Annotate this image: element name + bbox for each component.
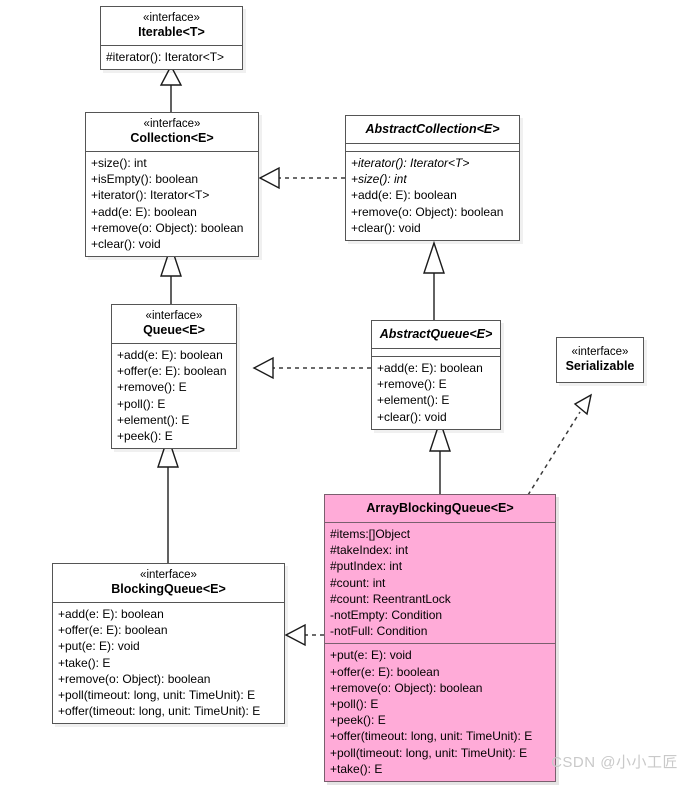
class-box-iterable[interactable]: «interface» Iterable<T> #iterator(): Ite… — [100, 6, 243, 71]
method-item: +iterator(): Iterator<T> — [91, 188, 210, 203]
class-box-collection[interactable]: «interface» Collection<E> +size(): int +… — [85, 112, 259, 258]
method-item: +poll(): E — [330, 697, 379, 712]
class-box-abstractcollection[interactable]: AbstractCollection<E> +iterator(): Itera… — [345, 115, 520, 242]
method-item: +clear(): void — [351, 220, 421, 235]
class-title: ArrayBlockingQueue<E> — [366, 501, 514, 515]
attributes-compartment: #items:[]Object #takeIndex: int #putInde… — [325, 523, 555, 644]
class-stereotype: «interface» — [143, 118, 201, 130]
attribute-item: -notEmpty: Condition — [330, 608, 443, 623]
method-item: +clear(): void — [377, 409, 447, 424]
edge-abstractqueue-to-queue — [252, 356, 371, 380]
class-stereotype: «interface» — [143, 12, 200, 24]
edge-abstractqueue-to-abstractcollection — [423, 240, 445, 320]
method-item: +isEmpty(): boolean — [91, 172, 199, 187]
attribute-item: #items:[]Object — [330, 527, 411, 541]
class-header-serializable: «interface» Serializable — [557, 338, 643, 382]
class-stereotype: «interface» — [571, 346, 629, 358]
methods-compartment: #iterator(): Iterator<T> — [101, 46, 242, 69]
class-box-abstractqueue[interactable]: AbstractQueue<E> +add(e: E): boolean +re… — [371, 320, 501, 430]
class-title: Queue<E> — [143, 323, 205, 337]
method-item: +take(): E — [330, 761, 383, 776]
methods-compartment: +add(e: E): boolean +offer(e: E): boolea… — [53, 603, 284, 723]
methods-compartment: +put(e: E): void +offer(e: E): boolean +… — [325, 643, 555, 782]
class-stereotype: «interface» — [140, 569, 197, 581]
class-header-abstractcollection: AbstractCollection<E> — [346, 116, 519, 144]
method-item: +put(e: E): void — [330, 648, 412, 663]
methods-compartment: +add(e: E): boolean +offer(e: E): boolea… — [112, 344, 236, 448]
class-header-iterable: «interface» Iterable<T> — [101, 7, 242, 46]
method-item: +remove(): E — [377, 377, 447, 392]
method-item: #iterator(): Iterator<T> — [106, 50, 225, 64]
class-stereotype: «interface» — [145, 310, 203, 322]
attributes-compartment-empty — [346, 144, 519, 152]
method-item: +iterator(): Iterator<T> — [351, 156, 470, 170]
class-title: BlockingQueue<E> — [111, 582, 226, 596]
class-header-abstractqueue: AbstractQueue<E> — [372, 321, 500, 349]
edge-abstractcollection-to-collection — [258, 166, 345, 190]
method-item: +element(): E — [117, 412, 190, 427]
method-item: +remove(o: Object): boolean — [91, 220, 244, 235]
method-item: +offer(e: E): boolean — [58, 623, 168, 638]
edge-arrayblockingqueue-to-abstractqueue — [429, 418, 451, 494]
class-title: AbstractQueue<E> — [379, 327, 493, 341]
class-title: Serializable — [565, 359, 635, 373]
method-item: +put(e: E): void — [58, 639, 140, 654]
method-item: +take(): E — [58, 655, 111, 670]
class-title: Collection<E> — [130, 131, 214, 145]
attribute-item: -notFull: Condition — [330, 624, 428, 639]
method-item: +add(e: E): boolean — [377, 361, 483, 375]
class-header-blockingqueue: «interface» BlockingQueue<E> — [53, 564, 284, 603]
method-item: +add(e: E): boolean — [91, 204, 197, 219]
method-item: +element(): E — [377, 393, 450, 408]
class-box-blockingqueue[interactable]: «interface» BlockingQueue<E> +add(e: E):… — [52, 563, 285, 725]
method-item: +remove(o: Object): boolean — [58, 671, 211, 686]
method-item: +offer(e: E): boolean — [117, 364, 227, 379]
class-box-queue[interactable]: «interface» Queue<E> +add(e: E): boolean… — [111, 304, 237, 450]
methods-compartment: +iterator(): Iterator<T> +size(): int +a… — [346, 152, 519, 240]
methods-compartment: +size(): int +isEmpty(): boolean +iterat… — [86, 152, 258, 256]
class-box-serializable[interactable]: «interface» Serializable — [556, 337, 644, 383]
method-item: +add(e: E): boolean — [351, 188, 457, 203]
edge-arrayblockingqueue-to-serializable — [527, 393, 593, 496]
class-header-collection: «interface» Collection<E> — [86, 113, 258, 152]
class-title: Iterable<T> — [138, 25, 205, 39]
method-item: +size(): int — [351, 172, 407, 187]
attribute-item: #putIndex: int — [330, 559, 403, 574]
attribute-item: #takeIndex: int — [330, 543, 409, 558]
method-item: +add(e: E): boolean — [117, 348, 223, 362]
edge-arrayblockingqueue-to-blockingqueue — [284, 623, 324, 647]
edge-blockingqueue-to-queue — [157, 434, 179, 563]
class-header-arrayblockingqueue: ArrayBlockingQueue<E> — [325, 495, 555, 523]
method-item: +offer(timeout: long, unit: TimeUnit): E — [330, 729, 533, 744]
attribute-item: #count: int — [330, 575, 386, 590]
method-item: +remove(): E — [117, 380, 187, 395]
method-item: +clear(): void — [91, 237, 161, 252]
attribute-item: #count: ReentrantLock — [330, 591, 451, 606]
method-item: +remove(o: Object): boolean — [351, 204, 504, 219]
edge-collection-to-iterable — [159, 64, 183, 112]
watermark-text: CSDN @小小工匠 — [551, 754, 678, 771]
method-item: +peek(): E — [117, 429, 173, 444]
method-item: +add(e: E): boolean — [58, 607, 164, 621]
method-item: +offer(timeout: long, unit: TimeUnit): E — [58, 704, 261, 719]
method-item: +poll(timeout: long, unit: TimeUnit): E — [330, 745, 528, 760]
method-item: +poll(timeout: long, unit: TimeUnit): E — [58, 688, 256, 703]
class-box-arrayblockingqueue[interactable]: ArrayBlockingQueue<E> #items:[]Object #t… — [324, 494, 556, 783]
method-item: +peek(): E — [330, 713, 386, 728]
method-item: +poll(): E — [117, 396, 166, 411]
methods-compartment: +add(e: E): boolean +remove(): E +elemen… — [372, 357, 500, 429]
method-item: +size(): int — [91, 156, 147, 170]
method-item: +remove(o: Object): boolean — [330, 680, 483, 695]
attributes-compartment-empty — [372, 349, 500, 357]
method-item: +offer(e: E): boolean — [330, 664, 440, 679]
class-title: AbstractCollection<E> — [365, 122, 500, 136]
class-header-queue: «interface» Queue<E> — [112, 305, 236, 344]
